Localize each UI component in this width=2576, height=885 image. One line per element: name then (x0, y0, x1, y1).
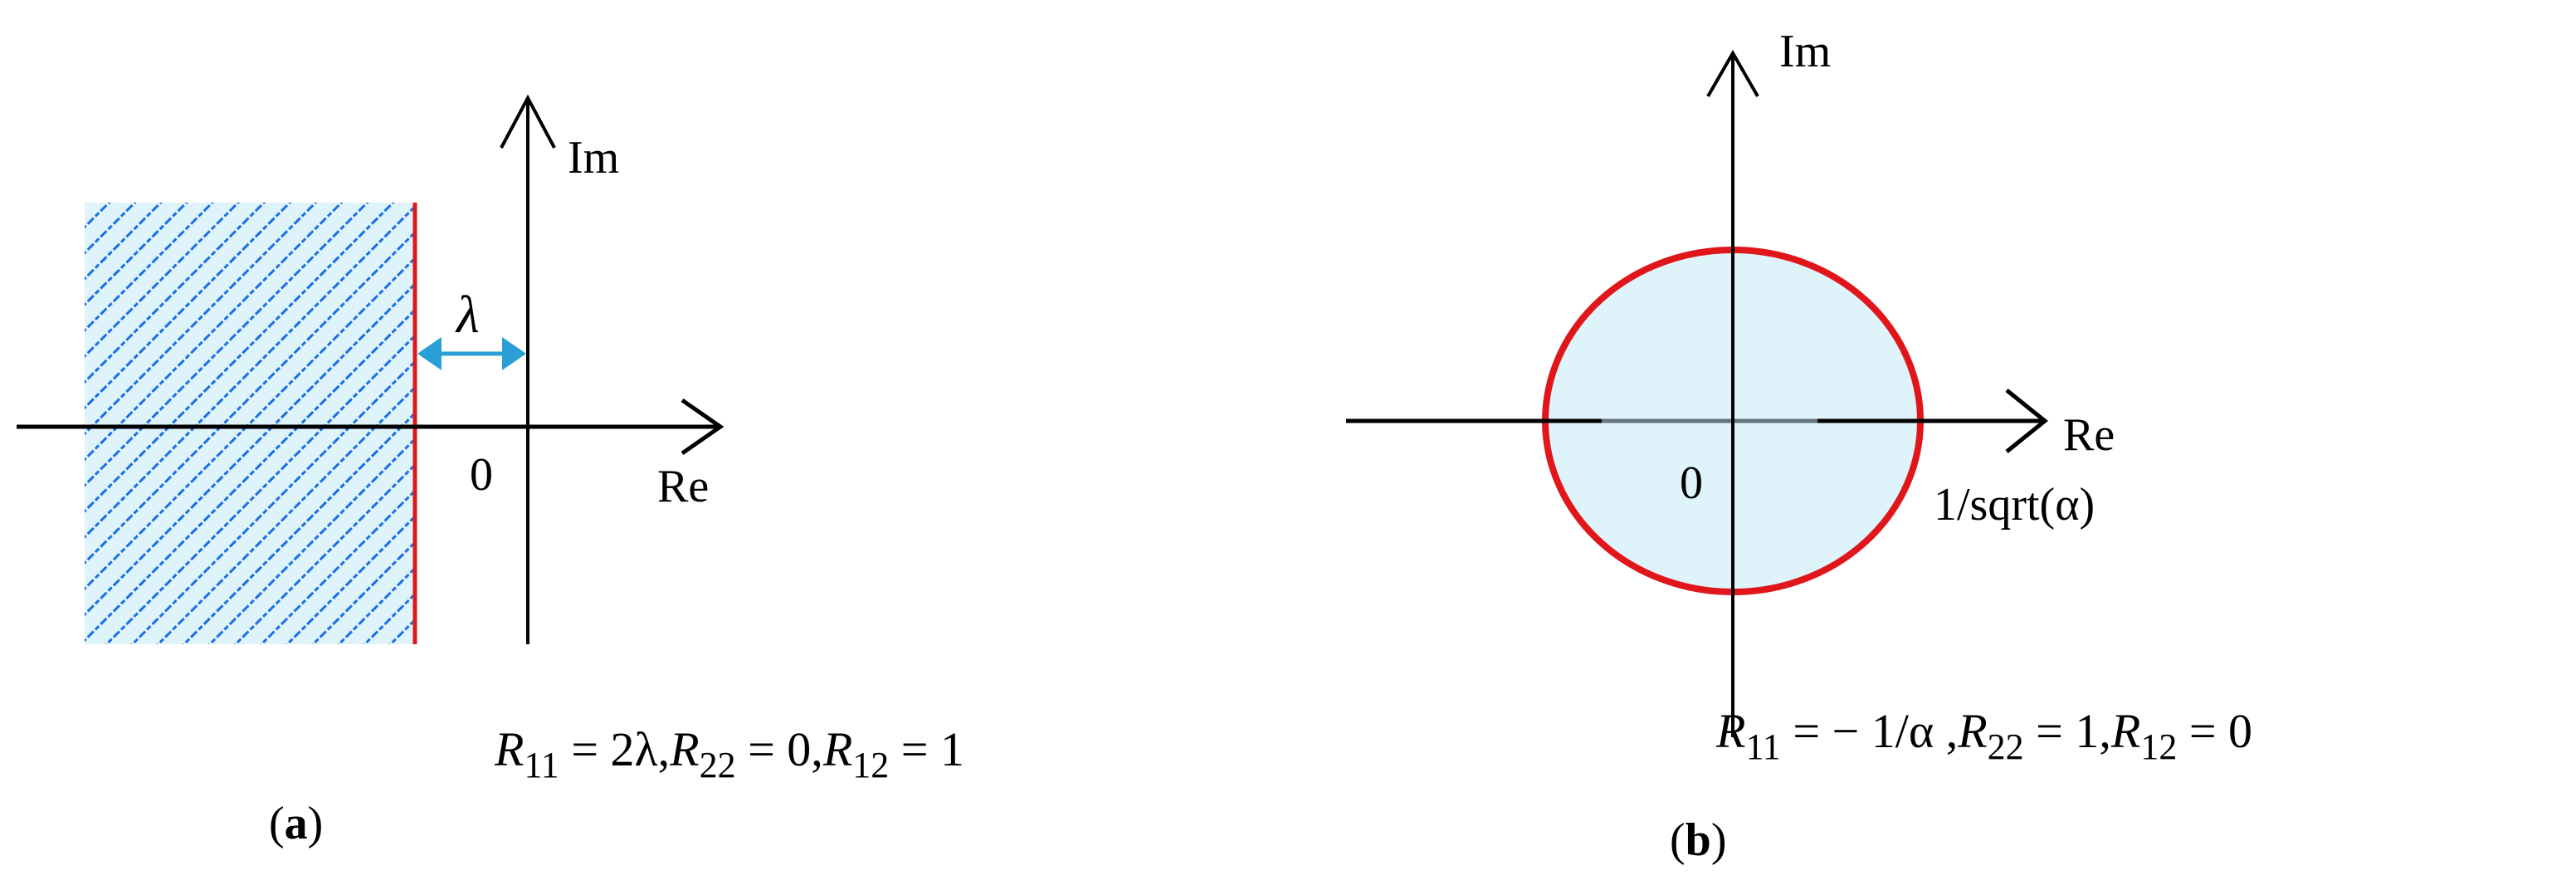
origin-label: 0 (470, 449, 493, 501)
lambda-label: λ (455, 285, 480, 344)
re-axis-label: Re (657, 461, 709, 512)
origin-label: 0 (1680, 457, 1703, 509)
panel-b: Im Re 0 1/sqrt(α) R11 = − 1/α ,R22 = 1,R… (1346, 26, 2252, 866)
re-axis-arrowhead-icon (2005, 389, 2048, 453)
formula-a: R11 = 2λ,R22 = 0,R12 = 1 (494, 722, 964, 785)
im-axis-arrowhead-icon (500, 94, 556, 149)
im-axis-label: Im (1779, 26, 1831, 77)
re-axis-label: Re (2063, 409, 2115, 461)
im-axis-label: Im (568, 132, 619, 183)
stable-region-hatched (85, 203, 415, 644)
re-axis-arrowhead-icon (681, 398, 724, 456)
panel-a: λ Im Re 0 R11 = 2λ,R22 = 0,R12 = 1 (a) (17, 94, 964, 849)
caption-b: (b) (1670, 814, 1726, 866)
caption-a: (a) (269, 798, 323, 849)
radius-label: 1/sqrt(α) (1934, 479, 2095, 531)
im-axis-arrowhead-icon (1706, 49, 1759, 97)
formula-b: R11 = − 1/α ,R22 = 1,R12 = 0 (1715, 704, 2252, 767)
lambda-distance-arrow-icon (417, 337, 526, 370)
